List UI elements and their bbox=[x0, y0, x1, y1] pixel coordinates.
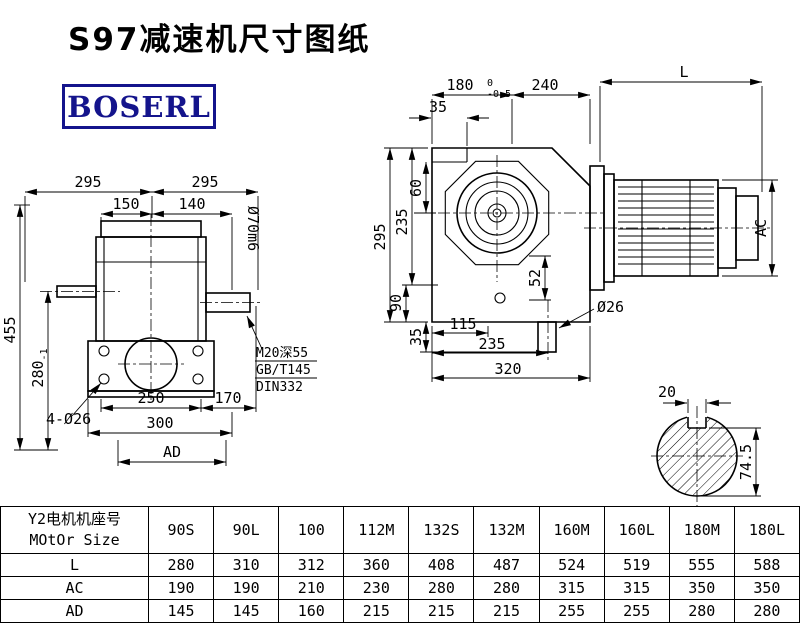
table-cell: 555 bbox=[668, 553, 735, 577]
table-cell: 145 bbox=[147, 599, 215, 623]
shaft-section-geometry bbox=[651, 406, 743, 506]
motor-size-header-cn: Y2电机机座号 bbox=[27, 510, 122, 528]
table-cell: 315 bbox=[538, 576, 605, 600]
dim-L-label: L bbox=[679, 63, 688, 81]
dim-180-label: 180 bbox=[446, 76, 473, 94]
dim-300-label: 300 bbox=[146, 414, 173, 432]
motor-size-column-header: 160L bbox=[603, 506, 670, 554]
motor-dimension-table: Y2电机机座号 MOtOr Size 90S 90L 100 112M 132S… bbox=[0, 506, 800, 623]
dim-180-tol-upper: 0 bbox=[487, 78, 493, 89]
dim-60-label: 60 bbox=[407, 179, 425, 197]
table-row-AC: AC 190 190 210 230 280 280 315 315 350 3… bbox=[0, 576, 800, 600]
motor-size-column-header: 180M bbox=[668, 506, 735, 554]
table-cell: 408 bbox=[408, 553, 475, 577]
dim-140-label: 140 bbox=[178, 195, 205, 213]
table-cell: 487 bbox=[473, 553, 540, 577]
motor-size-column-header: 90S bbox=[147, 506, 215, 554]
motor-size-header-en: MOtOr Size bbox=[29, 531, 120, 549]
table-cell: 360 bbox=[343, 553, 410, 577]
dim-74-5-label: 74.5 bbox=[737, 444, 755, 480]
table-cell: 210 bbox=[278, 576, 345, 600]
technical-drawing-svg: 295 295 150 140 Ø70m6 455 280-1 4-Ø26 25… bbox=[1, 63, 778, 506]
dim-320-label: 320 bbox=[494, 360, 521, 378]
table-cell: 230 bbox=[343, 576, 410, 600]
front-view-geometry bbox=[431, 147, 770, 360]
table-cell: 519 bbox=[603, 553, 670, 577]
motor-size-column-header: 100 bbox=[278, 506, 345, 554]
front-view-dimensions: 180 0 -0.5 240 L 35 60 295 235 90 35 52 … bbox=[371, 63, 778, 382]
table-cell: 280 bbox=[668, 599, 735, 623]
row-label-L: L bbox=[0, 553, 149, 577]
boserl-logo: BOSERL bbox=[62, 84, 216, 129]
dim-235-vertical-label: 235 bbox=[393, 208, 411, 235]
left-view-geometry bbox=[40, 214, 262, 402]
table-cell: 160 bbox=[278, 599, 345, 623]
dim-shaft-dia-label: Ø70m6 bbox=[244, 206, 262, 251]
table-cell: 280 bbox=[147, 553, 215, 577]
dim-ad-label: AD bbox=[163, 443, 181, 461]
dim-235-horizontal-label: 235 bbox=[478, 335, 505, 353]
dim-455-label: 455 bbox=[1, 316, 19, 343]
left-view-dimensions: 295 295 150 140 Ø70m6 455 280-1 4-Ø26 25… bbox=[1, 173, 317, 466]
row-label-AD: AD bbox=[0, 599, 149, 623]
dim-295-right-label: 295 bbox=[191, 173, 218, 191]
dim-150-label: 150 bbox=[112, 195, 139, 213]
table-cell: 280 bbox=[408, 576, 475, 600]
dim-280-main: 280 bbox=[29, 360, 47, 387]
dim-52-label: 52 bbox=[526, 269, 544, 287]
dim-250-label: 250 bbox=[137, 389, 164, 407]
table-cell: 350 bbox=[668, 576, 735, 600]
dim-AC-label: AC bbox=[752, 219, 770, 237]
motor-size-column-header: 132S bbox=[408, 506, 475, 554]
table-cell: 190 bbox=[213, 576, 280, 600]
thread-note-line3: DIN332 bbox=[256, 380, 303, 395]
dim-280-label: 280-1 bbox=[29, 348, 50, 387]
table-header-row: Y2电机机座号 MOtOr Size 90S 90L 100 112M 132S… bbox=[0, 506, 800, 554]
dim-holes-label: 4-Ø26 bbox=[46, 410, 91, 428]
dim-280-tolerance: -1 bbox=[39, 348, 50, 360]
motor-size-header-cell: Y2电机机座号 MOtOr Size bbox=[0, 506, 149, 554]
dim-295-front-label: 295 bbox=[371, 223, 389, 250]
motor-size-column-header: 180L bbox=[733, 506, 800, 554]
table-cell: 280 bbox=[473, 576, 540, 600]
dim-20-label: 20 bbox=[658, 383, 676, 401]
table-cell: 190 bbox=[147, 576, 215, 600]
motor-size-column-header: 132M bbox=[473, 506, 540, 554]
table-cell: 524 bbox=[538, 553, 605, 577]
dim-240-label: 240 bbox=[531, 76, 558, 94]
dim-output-dia-label: Ø26 bbox=[597, 298, 624, 316]
table-cell: 315 bbox=[603, 576, 670, 600]
dim-170-label: 170 bbox=[214, 389, 241, 407]
table-row-L: L 280 310 312 360 408 487 524 519 555 58… bbox=[0, 553, 800, 577]
thread-note-line2: GB/T145 bbox=[256, 363, 311, 378]
thread-note-line1: M20深55 bbox=[256, 346, 308, 361]
dim-90-label: 90 bbox=[387, 294, 405, 312]
dim-35-bottom-label: 35 bbox=[407, 328, 425, 346]
table-cell: 588 bbox=[733, 553, 800, 577]
table-cell: 310 bbox=[213, 553, 280, 577]
table-cell: 280 bbox=[733, 599, 800, 623]
table-cell: 312 bbox=[278, 553, 345, 577]
table-cell: 350 bbox=[733, 576, 800, 600]
page-title: S97减速机尺寸图纸 bbox=[68, 22, 371, 58]
row-label-AC: AC bbox=[0, 576, 149, 600]
motor-size-column-header: 112M bbox=[343, 506, 410, 554]
table-cell: 215 bbox=[343, 599, 410, 623]
table-cell: 215 bbox=[408, 599, 475, 623]
dim-35-top-label: 35 bbox=[429, 98, 447, 116]
dim-295-left-label: 295 bbox=[74, 173, 101, 191]
motor-size-column-header: 160M bbox=[538, 506, 605, 554]
table-cell: 255 bbox=[603, 599, 670, 623]
dim-115-label: 115 bbox=[449, 315, 476, 333]
table-cell: 255 bbox=[538, 599, 605, 623]
dim-180-tol-lower: -0.5 bbox=[487, 89, 511, 100]
shaft-section-dimensions: 20 74.5 bbox=[658, 383, 761, 497]
boserl-logo-text: BOSERL bbox=[67, 89, 211, 124]
motor-size-column-header: 90L bbox=[213, 506, 280, 554]
table-cell: 145 bbox=[213, 599, 280, 623]
table-cell: 215 bbox=[473, 599, 540, 623]
table-row-AD: AD 145 145 160 215 215 215 255 255 280 2… bbox=[0, 599, 800, 623]
